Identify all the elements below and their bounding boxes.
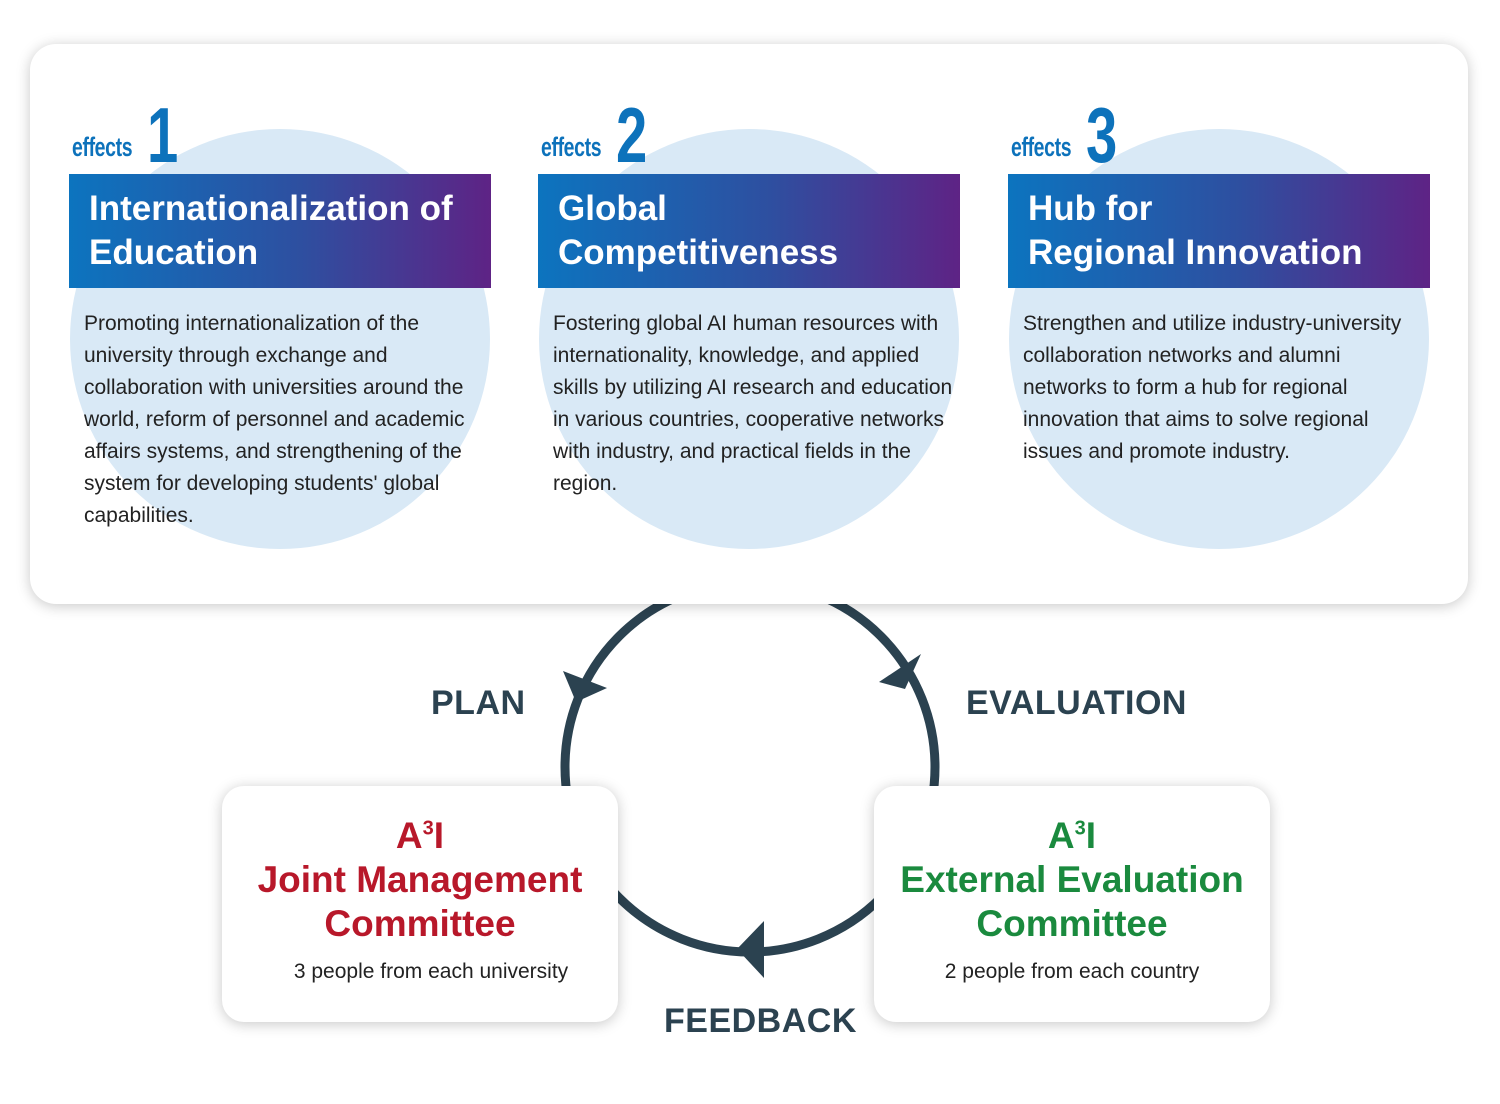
effects-panel: effects 1 Internationalization of Educat… bbox=[30, 44, 1468, 604]
committee-name-line-1: External Evaluation bbox=[900, 859, 1244, 900]
effect-title: Global Competitiveness bbox=[558, 189, 839, 272]
committee-acronym: A3I bbox=[874, 814, 1270, 858]
effect-card-2: effects 2 Global Competitiveness Fosteri… bbox=[538, 44, 960, 604]
effect-card-1: effects 1 Internationalization of Educat… bbox=[69, 44, 491, 604]
effect-number: 2 bbox=[616, 91, 648, 179]
committee-note: 3 people from each university bbox=[293, 960, 569, 983]
joint-management-committee-card: A3I Joint Management Committee 3 people … bbox=[222, 786, 618, 1022]
effect-header: Global Competitiveness bbox=[538, 174, 960, 288]
effect-description: Fostering global AI human resources with… bbox=[553, 312, 953, 495]
acronym-prefix: A bbox=[1047, 815, 1075, 856]
effect-header: Internationalization of Education bbox=[69, 174, 491, 288]
acronym-suffix: I bbox=[433, 815, 445, 856]
committee-name-line-2: Committee bbox=[324, 903, 516, 944]
external-evaluation-committee-card: A3I External Evaluation Committee 2 peop… bbox=[874, 786, 1270, 1022]
committee-name-line-2: Committee bbox=[976, 903, 1168, 944]
effect-header: Hub for Regional Innovation bbox=[1008, 174, 1430, 288]
committee-note: 2 people from each country bbox=[944, 960, 1200, 983]
effect-card-3: effects 3 Hub for Regional Innovation St… bbox=[1008, 44, 1430, 604]
acronym-suffix: I bbox=[1085, 815, 1097, 856]
acronym-superscript: 3 bbox=[422, 817, 434, 840]
effect-word: effects bbox=[541, 132, 602, 162]
effect-word: effects bbox=[1011, 132, 1072, 162]
committee-title: A3I External Evaluation Committee bbox=[874, 814, 1270, 946]
committee-name-line-1: Joint Management bbox=[257, 859, 583, 900]
effect-description: Promoting internationalization of the un… bbox=[84, 312, 465, 527]
effect-number: 3 bbox=[1086, 91, 1118, 179]
plan-label: PLAN bbox=[431, 684, 526, 722]
effect-word: effects bbox=[72, 132, 133, 162]
committee-title: A3I Joint Management Committee bbox=[222, 814, 618, 946]
acronym-prefix: A bbox=[395, 815, 423, 856]
effect-description: Strengthen and utilize industry-universi… bbox=[1023, 312, 1402, 463]
arrow-evaluation-icon bbox=[879, 654, 921, 689]
evaluation-label: EVALUATION bbox=[966, 684, 1187, 722]
committee-acronym: A3I bbox=[222, 814, 618, 858]
acronym-superscript: 3 bbox=[1074, 817, 1086, 840]
effect-title: Internationalization of Education bbox=[89, 189, 453, 272]
arrow-feedback-icon bbox=[737, 921, 764, 978]
effect-title: Hub for Regional Innovation bbox=[1028, 189, 1363, 272]
effect-number: 1 bbox=[147, 91, 179, 179]
feedback-label: FEEDBACK bbox=[664, 1002, 857, 1040]
arrow-plan-icon bbox=[563, 671, 607, 702]
